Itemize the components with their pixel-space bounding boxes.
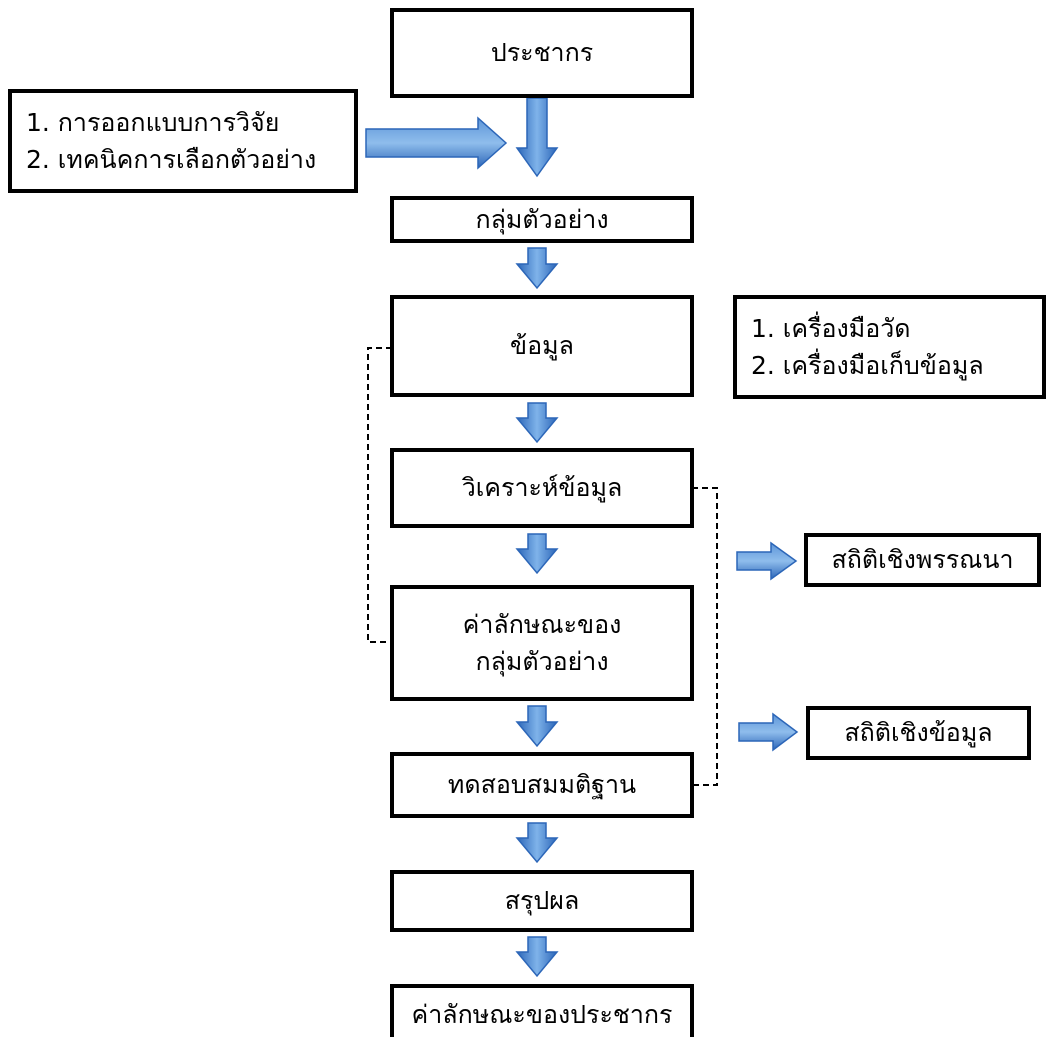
analysis-box: วิเคราะห์ข้อมูล (390, 448, 694, 528)
right-arrow-large (365, 116, 508, 170)
instruments-item1: 1. เครื่องมือวัด (751, 313, 911, 343)
conclusion-label: สรุปผล (504, 886, 580, 916)
analysis-label: วิเคราะห์ข้อมูล (461, 473, 623, 503)
down-arrow-2 (515, 247, 559, 290)
conclusion-box: สรุปผล (390, 870, 694, 932)
down-arrow-3 (515, 402, 559, 444)
data-box: ข้อมูล (390, 295, 694, 397)
right-arrow-inferential (738, 712, 799, 752)
descriptive-stats-box: สถิติเชิงพรรณนา (804, 533, 1041, 587)
inferential-stats-label: สถิติเชิงข้อมูล (844, 718, 993, 748)
research-design-item1: 1. การออกแบบการวิจัย (26, 107, 280, 137)
data-label: ข้อมูล (510, 331, 574, 361)
down-arrow-1 (515, 97, 559, 178)
hypothesis-testing-label: ทดสอบสมมติฐาน (447, 770, 637, 800)
instruments-item2: 2. เครื่องมือเก็บข้อมูล (751, 351, 984, 380)
population-box: ประชากร (390, 8, 694, 98)
inferential-stats-box: สถิติเชิงข้อมูล (806, 706, 1031, 760)
down-arrow-5 (515, 705, 559, 748)
down-arrow-4 (515, 533, 559, 575)
research-design-item2: 2. เทคนิคการเลือกตัวอย่าง (26, 145, 317, 174)
descriptive-stats-label: สถิติเชิงพรรณนา (831, 545, 1014, 575)
instruments-box: 1. เครื่องมือวัด 2. เครื่องมือเก็บข้อมูล (733, 295, 1046, 399)
right-dashed-bracket (692, 487, 718, 786)
sample-characteristics-line2: กลุ่มตัวอย่าง (475, 647, 609, 676)
population-label: ประชากร (490, 38, 594, 68)
research-design-box: 1. การออกแบบการวิจัย 2. เทคนิคการเลือกตั… (8, 89, 358, 193)
sample-characteristics-line1: ค่าลักษณะของ (462, 609, 622, 639)
right-arrow-descriptive (736, 541, 798, 581)
down-arrow-7 (515, 936, 559, 978)
population-characteristics-label: ค่าลักษณะของประชากร (411, 1000, 673, 1029)
down-arrow-6 (515, 822, 559, 864)
hypothesis-testing-box: ทดสอบสมมติฐาน (390, 752, 694, 818)
population-characteristics-box: ค่าลักษณะของประชากร (390, 984, 694, 1037)
left-dashed-bracket (367, 347, 392, 643)
sample-group-box: กลุ่มตัวอย่าง (390, 196, 694, 243)
sample-group-label: กลุ่มตัวอย่าง (475, 204, 609, 234)
sample-characteristics-box: ค่าลักษณะของ กลุ่มตัวอย่าง (390, 585, 694, 701)
